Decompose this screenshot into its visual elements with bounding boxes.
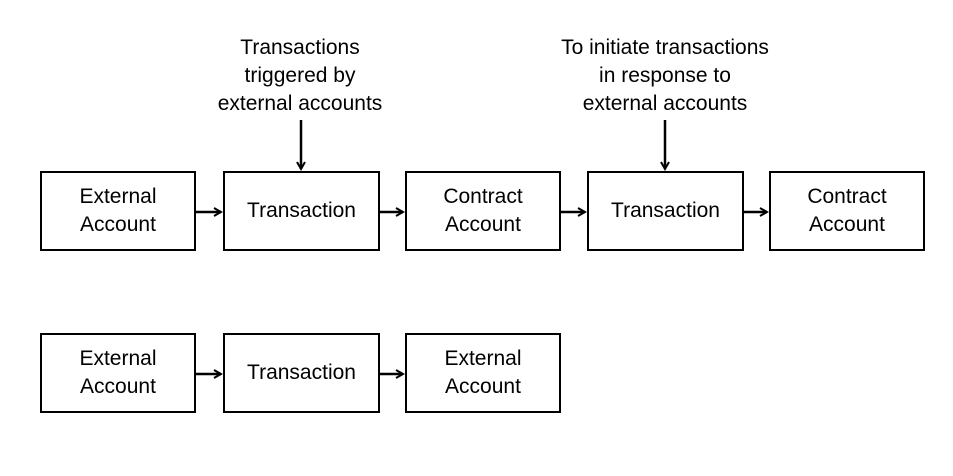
top-external-account-box: External Account: [40, 171, 196, 251]
bottom-external-account-to-box: External Account: [405, 333, 561, 413]
annotation-initiate-transactions: To initiate transactions in response to …: [561, 36, 769, 115]
top-contract-account-box-2: Contract Account: [769, 171, 925, 251]
annotation-triggered-by-external: Transactions triggered by external accou…: [217, 36, 383, 115]
top-contract-account-box-1: Contract Account: [405, 171, 561, 251]
top-transaction-box-2: Transaction: [587, 171, 744, 251]
bottom-transaction-box: Transaction: [223, 333, 380, 413]
bottom-external-account-from-box: External Account: [40, 333, 196, 413]
top-transaction-box-1: Transaction: [223, 171, 380, 251]
